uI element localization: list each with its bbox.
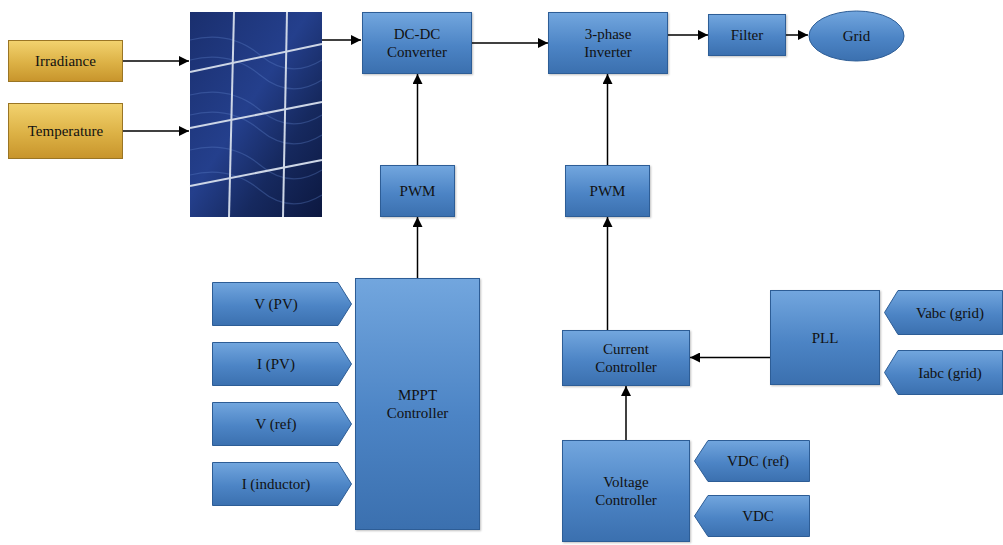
mppt-controller: MPPT Controller: [355, 278, 480, 530]
signal-tag: V (ref): [212, 402, 352, 446]
pentagon-shape: [213, 283, 352, 326]
panel-sheen: [190, 37, 322, 204]
pentagon-shape: [885, 291, 1003, 335]
block-label: Filter: [731, 26, 764, 44]
signal-arrow: [786, 34, 808, 36]
signal-arrow: [607, 217, 609, 330]
signal-arrow: [607, 74, 609, 165]
signal-arrow: [417, 74, 419, 165]
signal-tag: I (PV): [212, 342, 352, 386]
text-holder: PLL: [812, 329, 839, 347]
grid-ellipse: Grid: [808, 10, 905, 62]
text-holder: Filter: [731, 26, 764, 44]
block-label: Temperature: [28, 122, 104, 140]
text-holder: I (PV): [257, 355, 295, 373]
text-holder: MPPT Controller: [372, 386, 464, 422]
text-holder: Irradiance: [35, 52, 96, 70]
current-controller: Current Controller: [562, 330, 690, 386]
signal-arrow: [668, 34, 708, 36]
ellipse-shape: [809, 11, 904, 61]
block-label: V (ref): [256, 415, 297, 433]
signal-arrow: [472, 42, 548, 44]
signal-tag: I (inductor): [212, 462, 352, 506]
pentagon-shape: [213, 463, 352, 506]
signal-tag: Iabc (grid): [884, 350, 1003, 395]
block-label: PWM: [400, 182, 436, 200]
signal-arrow: [625, 386, 627, 440]
converter-block: DC-DC Converter: [362, 12, 472, 74]
pentagon-shape: [213, 403, 352, 446]
pentagon-shape: [213, 343, 352, 386]
pwm-block: PWM: [380, 165, 455, 217]
block-label: Iabc (grid): [918, 364, 982, 382]
text-holder: Iabc (grid): [918, 364, 982, 382]
block-label: PWM: [590, 182, 626, 200]
pll-block: PLL: [770, 290, 880, 385]
input-box: Irradiance: [8, 40, 123, 82]
text-holder: VDC (ref): [727, 452, 789, 470]
pwm-block: PWM: [565, 165, 650, 217]
signal-arrow: [690, 357, 770, 359]
block-label: Irradiance: [35, 52, 96, 70]
text-holder: V (PV): [254, 295, 297, 313]
block-label: Voltage Controller: [585, 473, 667, 509]
text-holder: PWM: [590, 182, 626, 200]
pentagon-shape: [885, 351, 1003, 395]
pentagon-shape: [695, 441, 810, 482]
block-label: MPPT Controller: [372, 386, 464, 422]
signal-tag: VDC (ref): [694, 440, 810, 482]
text-holder: 3-phase Inverter: [567, 25, 649, 61]
block-label: Current Controller: [580, 340, 672, 376]
block-label: DC-DC Converter: [376, 25, 458, 61]
block-label: Vabc (grid): [916, 304, 984, 322]
block-label: V (PV): [254, 295, 297, 313]
voltage-controller: Voltage Controller: [562, 440, 690, 542]
block-label: Grid: [843, 27, 871, 45]
text-holder: Vabc (grid): [916, 304, 984, 322]
text-holder: V (ref): [256, 415, 297, 433]
signal-tag: V (PV): [212, 282, 352, 326]
input-box: Temperature: [8, 103, 123, 159]
pentagon-shape: [695, 496, 810, 537]
text-holder: Current Controller: [580, 340, 672, 376]
block-label: I (PV): [257, 355, 295, 373]
block-label: PLL: [812, 329, 839, 347]
text-holder: PWM: [400, 182, 436, 200]
text-holder: I (inductor): [242, 475, 311, 493]
input-arrows: [123, 40, 361, 131]
text-holder: DC-DC Converter: [376, 25, 458, 61]
block-label: VDC (ref): [727, 452, 789, 470]
block-label: 3-phase Inverter: [567, 25, 649, 61]
block-label: VDC: [742, 507, 774, 525]
block-label: I (inductor): [242, 475, 311, 493]
signal-arrow: [417, 217, 419, 278]
signal-tag: VDC: [694, 495, 810, 537]
text-holder: VDC: [742, 507, 774, 525]
signal-tag: Vabc (grid): [884, 290, 1003, 335]
panel-grid-lines: [190, 12, 322, 217]
solar-panel: [190, 12, 322, 217]
inverter-block: 3-phase Inverter: [548, 12, 668, 74]
filter-block: Filter: [708, 14, 786, 56]
text-holder: Voltage Controller: [585, 473, 667, 509]
text-holder: Grid: [843, 27, 871, 45]
text-holder: Temperature: [28, 122, 104, 140]
